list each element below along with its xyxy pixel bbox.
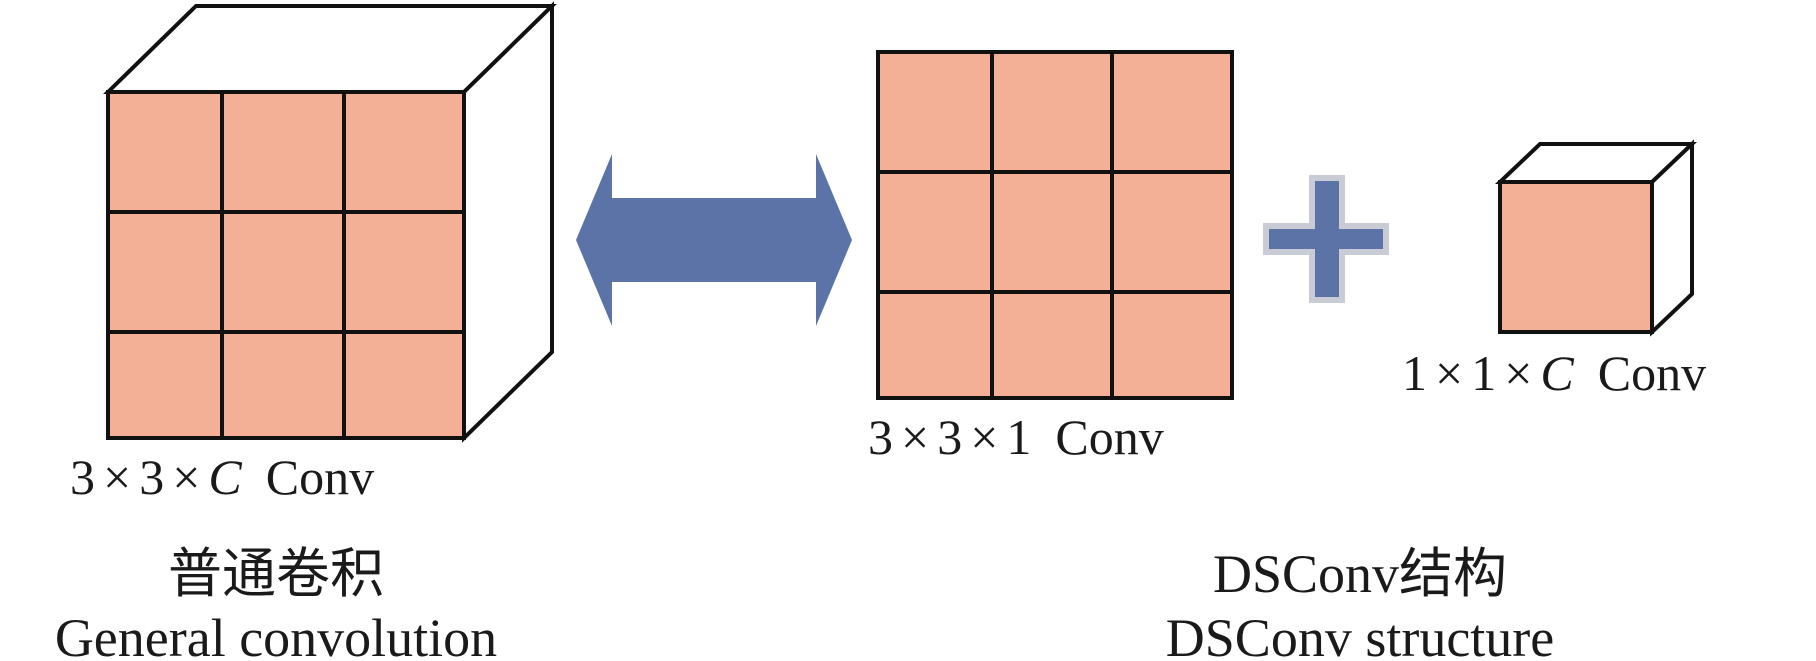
dsconv-caption-cn: DSConv结构 xyxy=(1213,544,1507,604)
general-caption-en: General convolution xyxy=(55,608,497,661)
plus-icon xyxy=(1263,175,1389,303)
depthwise-conv-grid xyxy=(876,50,1234,400)
dsconv-caption-en: DSConv structure xyxy=(1166,608,1554,661)
general-conv-cube xyxy=(103,1,557,443)
pointwise-conv-cube xyxy=(1494,139,1698,337)
cube-front-face xyxy=(106,90,466,440)
general-caption-cn: 普通卷积 xyxy=(168,544,384,604)
cube-grid-lines xyxy=(108,92,464,438)
equivalence-double-arrow xyxy=(576,154,852,326)
